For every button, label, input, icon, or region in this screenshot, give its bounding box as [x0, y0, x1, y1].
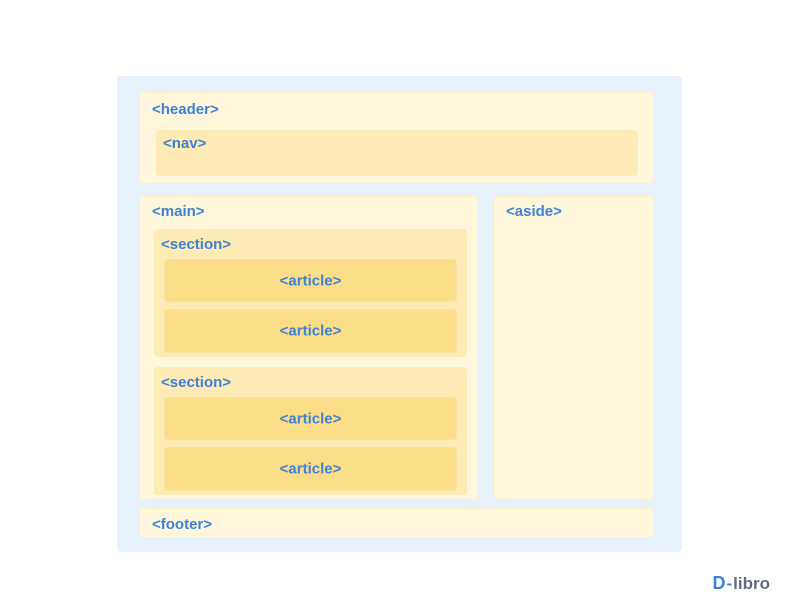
article-label: <article>: [279, 272, 342, 289]
logo-dash: -: [726, 573, 733, 593]
section-label: <section>: [161, 236, 232, 253]
footer-box: <footer>: [139, 508, 654, 538]
header-label: <header>: [152, 101, 219, 118]
section-box: <section> <article> <article>: [154, 229, 467, 357]
dlibro-logo: D-libro: [712, 574, 770, 592]
page-outer-container: <header> <nav> <main> <section> <article…: [117, 76, 682, 552]
article-box: <article>: [164, 309, 457, 353]
section-label: <section>: [161, 374, 232, 391]
main-box: <main> <section> <article> <article> <se…: [139, 196, 478, 500]
header-box: <header> <nav>: [139, 92, 654, 184]
footer-label: <footer>: [152, 516, 213, 533]
article-label: <article>: [279, 410, 342, 427]
article-box: <article>: [164, 259, 457, 302]
article-label: <article>: [279, 460, 342, 478]
article-box: <article>: [164, 397, 457, 440]
logo-mark: D: [712, 573, 726, 593]
article-label: <article>: [279, 322, 342, 340]
nav-box: <nav>: [156, 130, 638, 176]
nav-label: <nav>: [163, 135, 207, 152]
aside-box: <aside>: [494, 196, 654, 500]
main-label: <main>: [152, 203, 205, 220]
aside-label: <aside>: [506, 203, 562, 220]
logo-text: libro: [733, 573, 770, 593]
section-box: <section> <article> <article>: [154, 367, 467, 495]
article-box: <article>: [164, 447, 457, 491]
